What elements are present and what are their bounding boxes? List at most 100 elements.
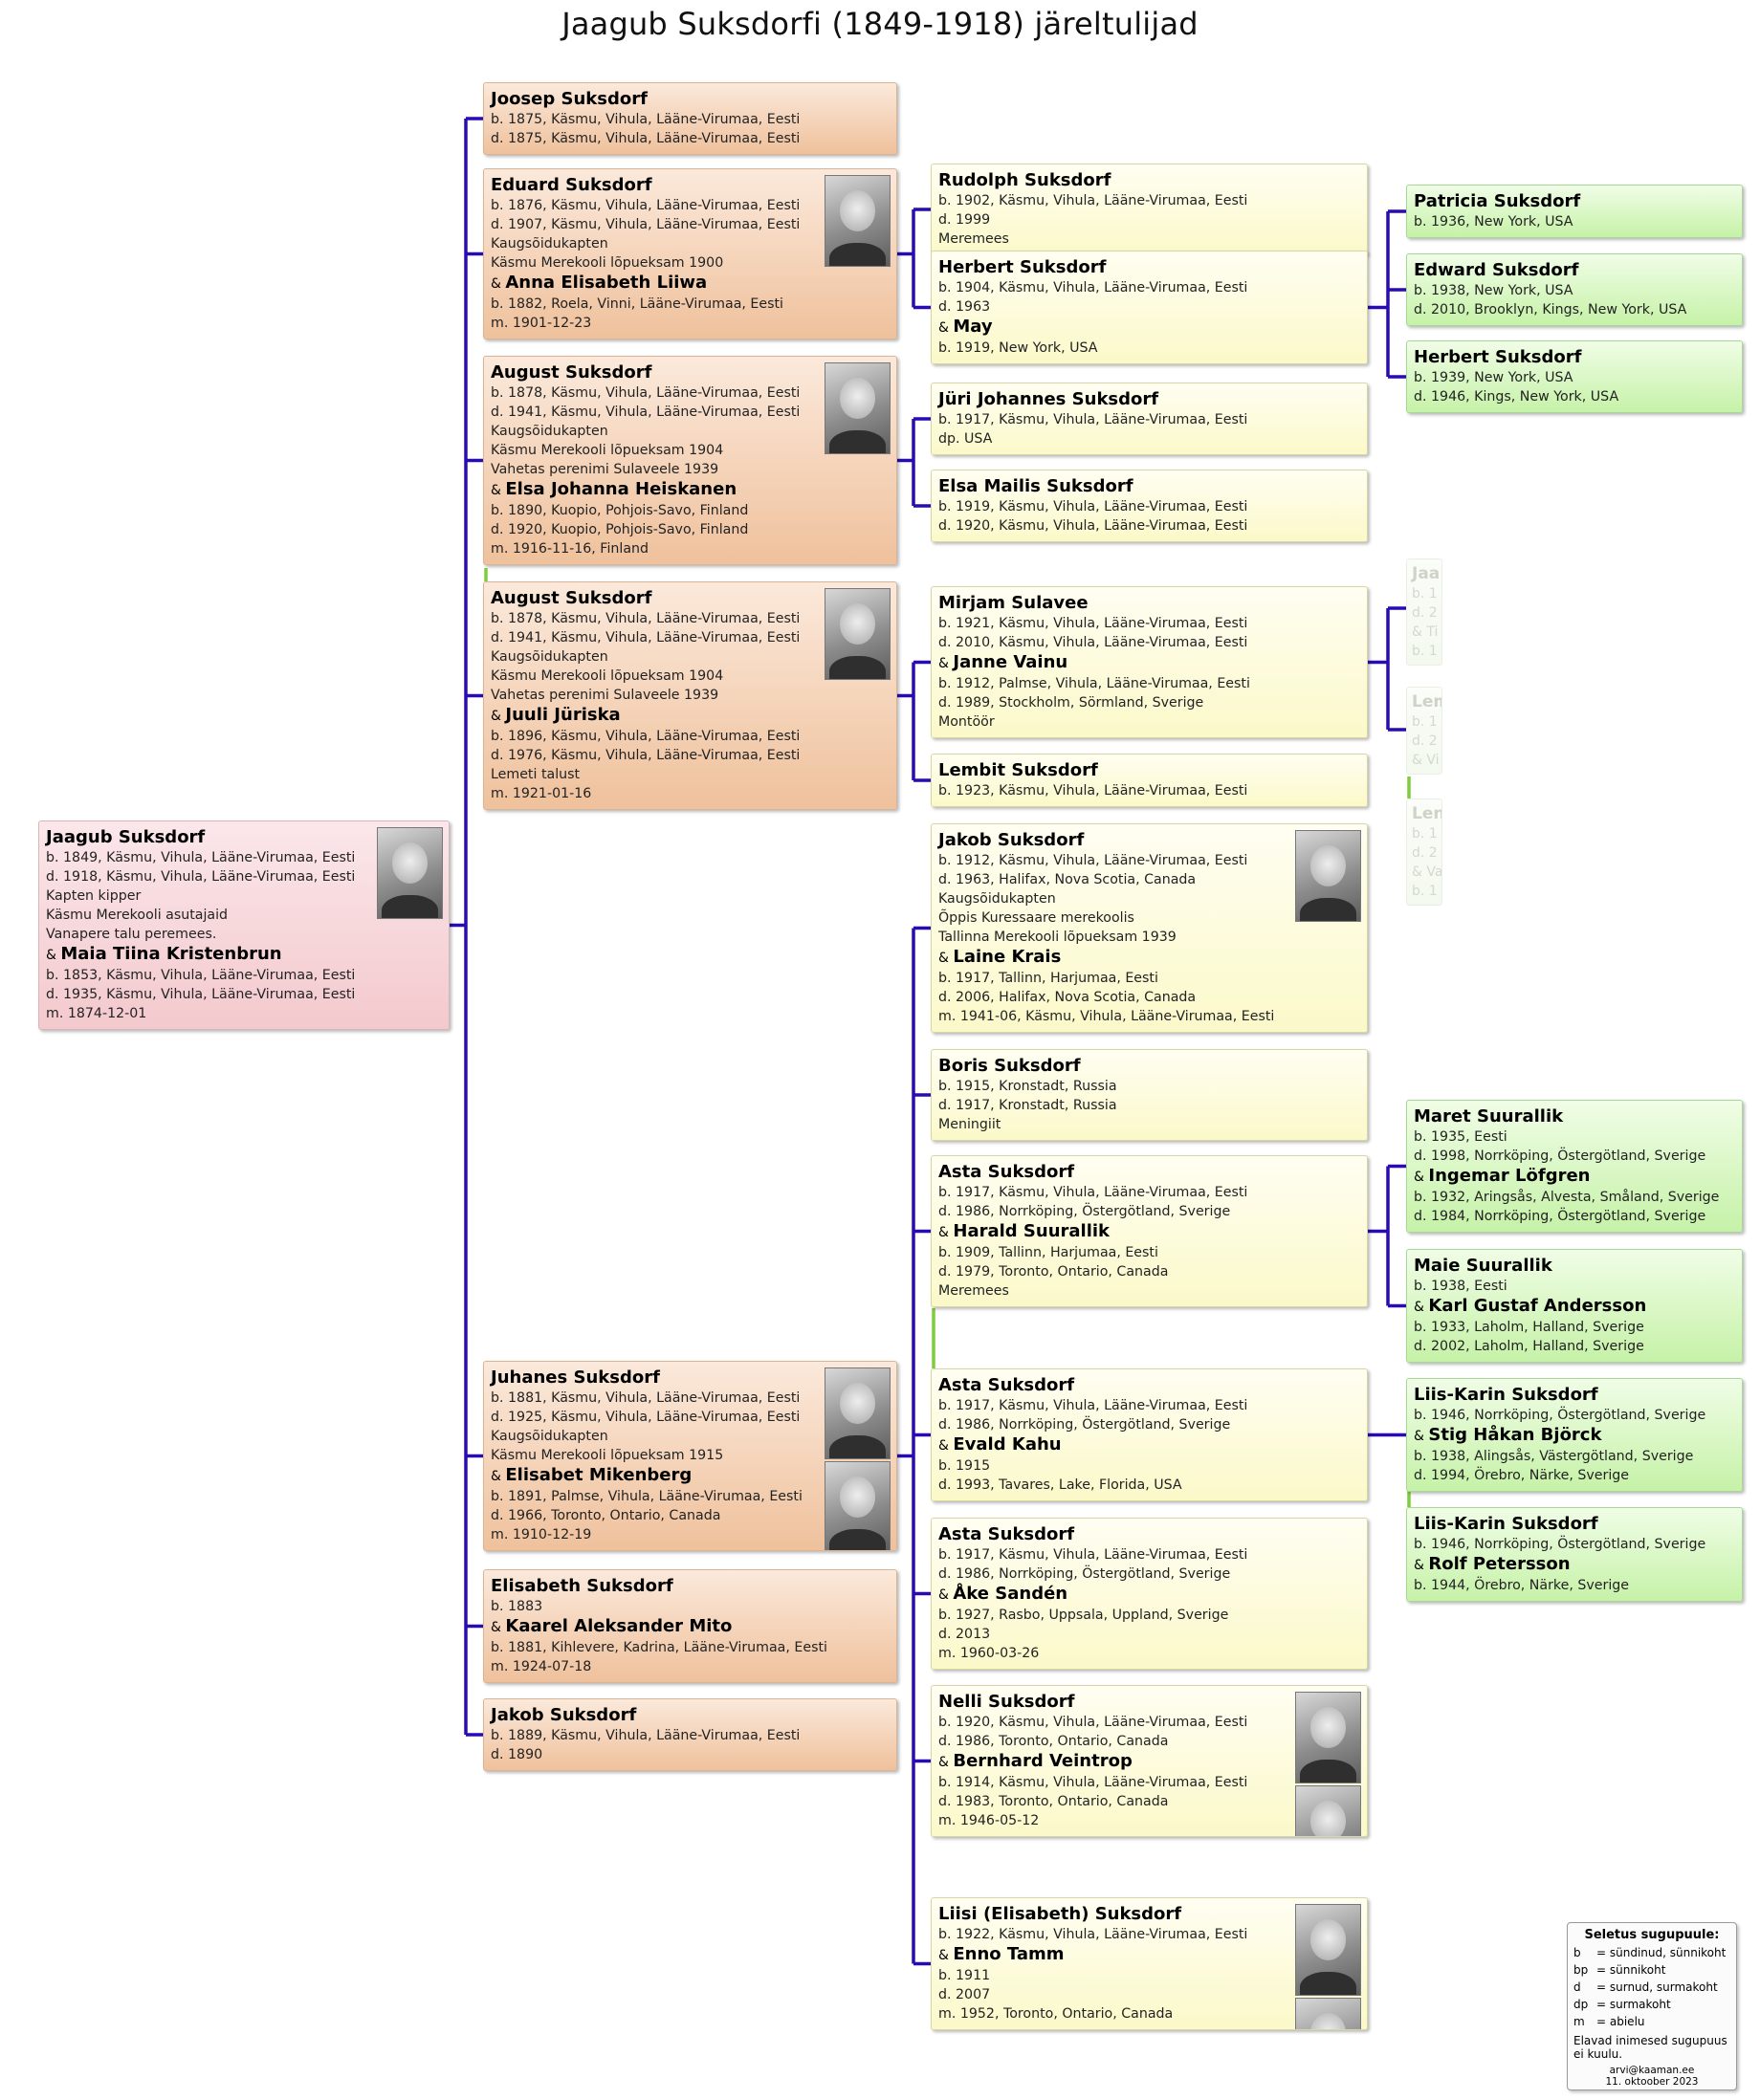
spouse-row: & Elsa Johanna Heiskanen [491,479,890,501]
spouse-detail: d. 1920, Kuopio, Pohjois-Savo, Finland [491,522,749,537]
person-detail: Vanapere talu peremees. [46,927,217,942]
person-card[interactable]: Asta Suksdorf b. 1917, Käsmu, Vihula, Lää… [931,1155,1368,1307]
legend-key: d [1573,1980,1581,1994]
person-card[interactable]: Nelli Suksdorf b. 1920, Käsmu, Vihula, Lä… [931,1685,1368,1837]
spouse-detail: b. 1853, Käsmu, Vihula, Lääne-Virumaa, E… [46,968,356,983]
person-detail: b. 1946, Norrköping, Östergötland, Sveri… [1414,1537,1706,1552]
person-detail: b. 1902, Käsmu, Vihula, Lääne-Virumaa, E… [938,193,1248,208]
person-detail: Käsmu Merekooli lõpueksam 1904 [491,443,724,458]
marriage-symbol: & [1414,1300,1429,1315]
marriage-symbol: & [938,1755,954,1770]
person-name: Jakob Suksdorf [491,1705,637,1725]
spouse-row: & Elisabet Mikenberg [491,1465,890,1487]
spouse-row: & Karl Gustaf Andersson [1414,1296,1735,1318]
person-detail: d. 1986, Toronto, Ontario, Canada [938,1734,1169,1749]
faded-detail: b. 1 [1412,714,1438,730]
person-name: Eduard Suksdorf [491,175,652,195]
legend-item: d= surnud, surmakoht [1573,1980,1718,1994]
marriage-symbol: & [1414,1558,1429,1573]
legend-note: Elavad inimesed sugupuus ei kuulu. [1573,2034,1727,2061]
portrait-photo [825,362,891,454]
person-name: Herbert Suksdorf [1414,347,1582,367]
person-detail: d. 1917, Kronstadt, Russia [938,1098,1117,1113]
spouse-row: & Anna Elisabeth Liiwa [491,273,890,295]
person-detail: b. 1922, Käsmu, Vihula, Lääne-Virumaa, E… [938,1927,1248,1942]
person-name: Asta Suksdorf [938,1524,1075,1544]
legend-item: dp= surmakoht [1573,1998,1671,2011]
person-name: Asta Suksdorf [938,1375,1075,1395]
faded-detail: b. 1 [1412,586,1438,602]
person-detail: Käsmu Merekooli lõpueksam 1904 [491,668,724,684]
person-detail: d. 1999 [938,212,991,228]
person-name: Liisi (Elisabeth) Suksdorf [938,1904,1182,1924]
person-detail: Tallinna Merekooli lõpueksam 1939 [938,930,1177,945]
marriage-symbol: & [938,320,954,336]
legend-key: dp [1573,1998,1589,2011]
spouse-detail: b. 1944, Örebro, Närke, Sverige [1414,1578,1630,1593]
spouse-detail: d. 2006, Halifax, Nova Scotia, Canada [938,990,1197,1005]
legend-value: sündinud, sünnikoht [1609,1946,1727,1959]
spouse-detail: m. 1941-06, Käsmu, Vihula, Lääne-Virumaa… [938,1009,1275,1024]
person-detail: d. 1920, Käsmu, Vihula, Lääne-Virumaa, E… [938,518,1248,534]
person-name: Asta Suksdorf [938,1162,1075,1182]
spouse-detail: b. 1911 [938,1968,991,1983]
person-detail: d. 1946, Kings, New York, USA [1414,389,1619,405]
spouse-detail: m. 1960-03-26 [938,1646,1040,1661]
spouse-name: Maia Tiina Kristenbrun [60,944,282,964]
person-name: Nelli Suksdorf [938,1692,1075,1712]
spouse-name: Ingemar Löfgren [1428,1166,1591,1186]
spouse-detail: d. 1979, Toronto, Ontario, Canada [938,1264,1169,1280]
spouse-detail: b. 1927, Rasbo, Uppsala, Uppland, Sverig… [938,1608,1229,1623]
faded-detail: & Vi [1412,753,1440,768]
spouse-detail: b. 1909, Tallinn, Harjumaa, Eesti [938,1245,1158,1260]
spouse-detail: d. 2013 [938,1627,991,1642]
person-name: Maie Suurallik [1414,1256,1552,1276]
person-detail: b. 1920, Käsmu, Vihula, Lääne-Virumaa, E… [938,1715,1248,1730]
legend-key: m [1573,2015,1585,2028]
spouse-detail: d. 1976, Käsmu, Vihula, Lääne-Virumaa, E… [491,748,801,763]
person-detail: b. 1917, Käsmu, Vihula, Lääne-Virumaa, E… [938,1185,1248,1200]
marriage-symbol: & [491,1620,506,1635]
spouse-row: & Rolf Petersson [1414,1554,1735,1576]
person-detail: b. 1917, Käsmu, Vihula, Lääne-Virumaa, E… [938,1547,1248,1563]
faded-detail: b. 1 [1412,826,1438,842]
person-card[interactable]: Asta Suksdorf b. 1917, Käsmu, Vihula, Lää… [931,1518,1368,1670]
person-detail: d. 1963, Halifax, Nova Scotia, Canada [938,872,1197,887]
marriage-symbol: & [491,483,506,498]
person-card[interactable]: Liisi (Elisabeth) Suksdorf b. 1922, Käsmu… [931,1897,1368,2030]
spouse-name: Elisabet Mikenberg [505,1465,693,1485]
spouse-detail: b. 1896, Käsmu, Vihula, Lääne-Virumaa, E… [491,729,801,744]
legend-value: surmakoht [1609,1998,1671,2011]
spouse-detail: Lemeti talust [491,767,581,782]
spouse-name: Bernhard Veintrop [953,1751,1133,1771]
spouse-detail: d. 1989, Stockholm, Sörmland, Sverige [938,695,1204,711]
spouse-detail: d. 1994, Örebro, Närke, Sverige [1414,1468,1630,1483]
spouse-name: Enno Tamm [953,1944,1065,1964]
